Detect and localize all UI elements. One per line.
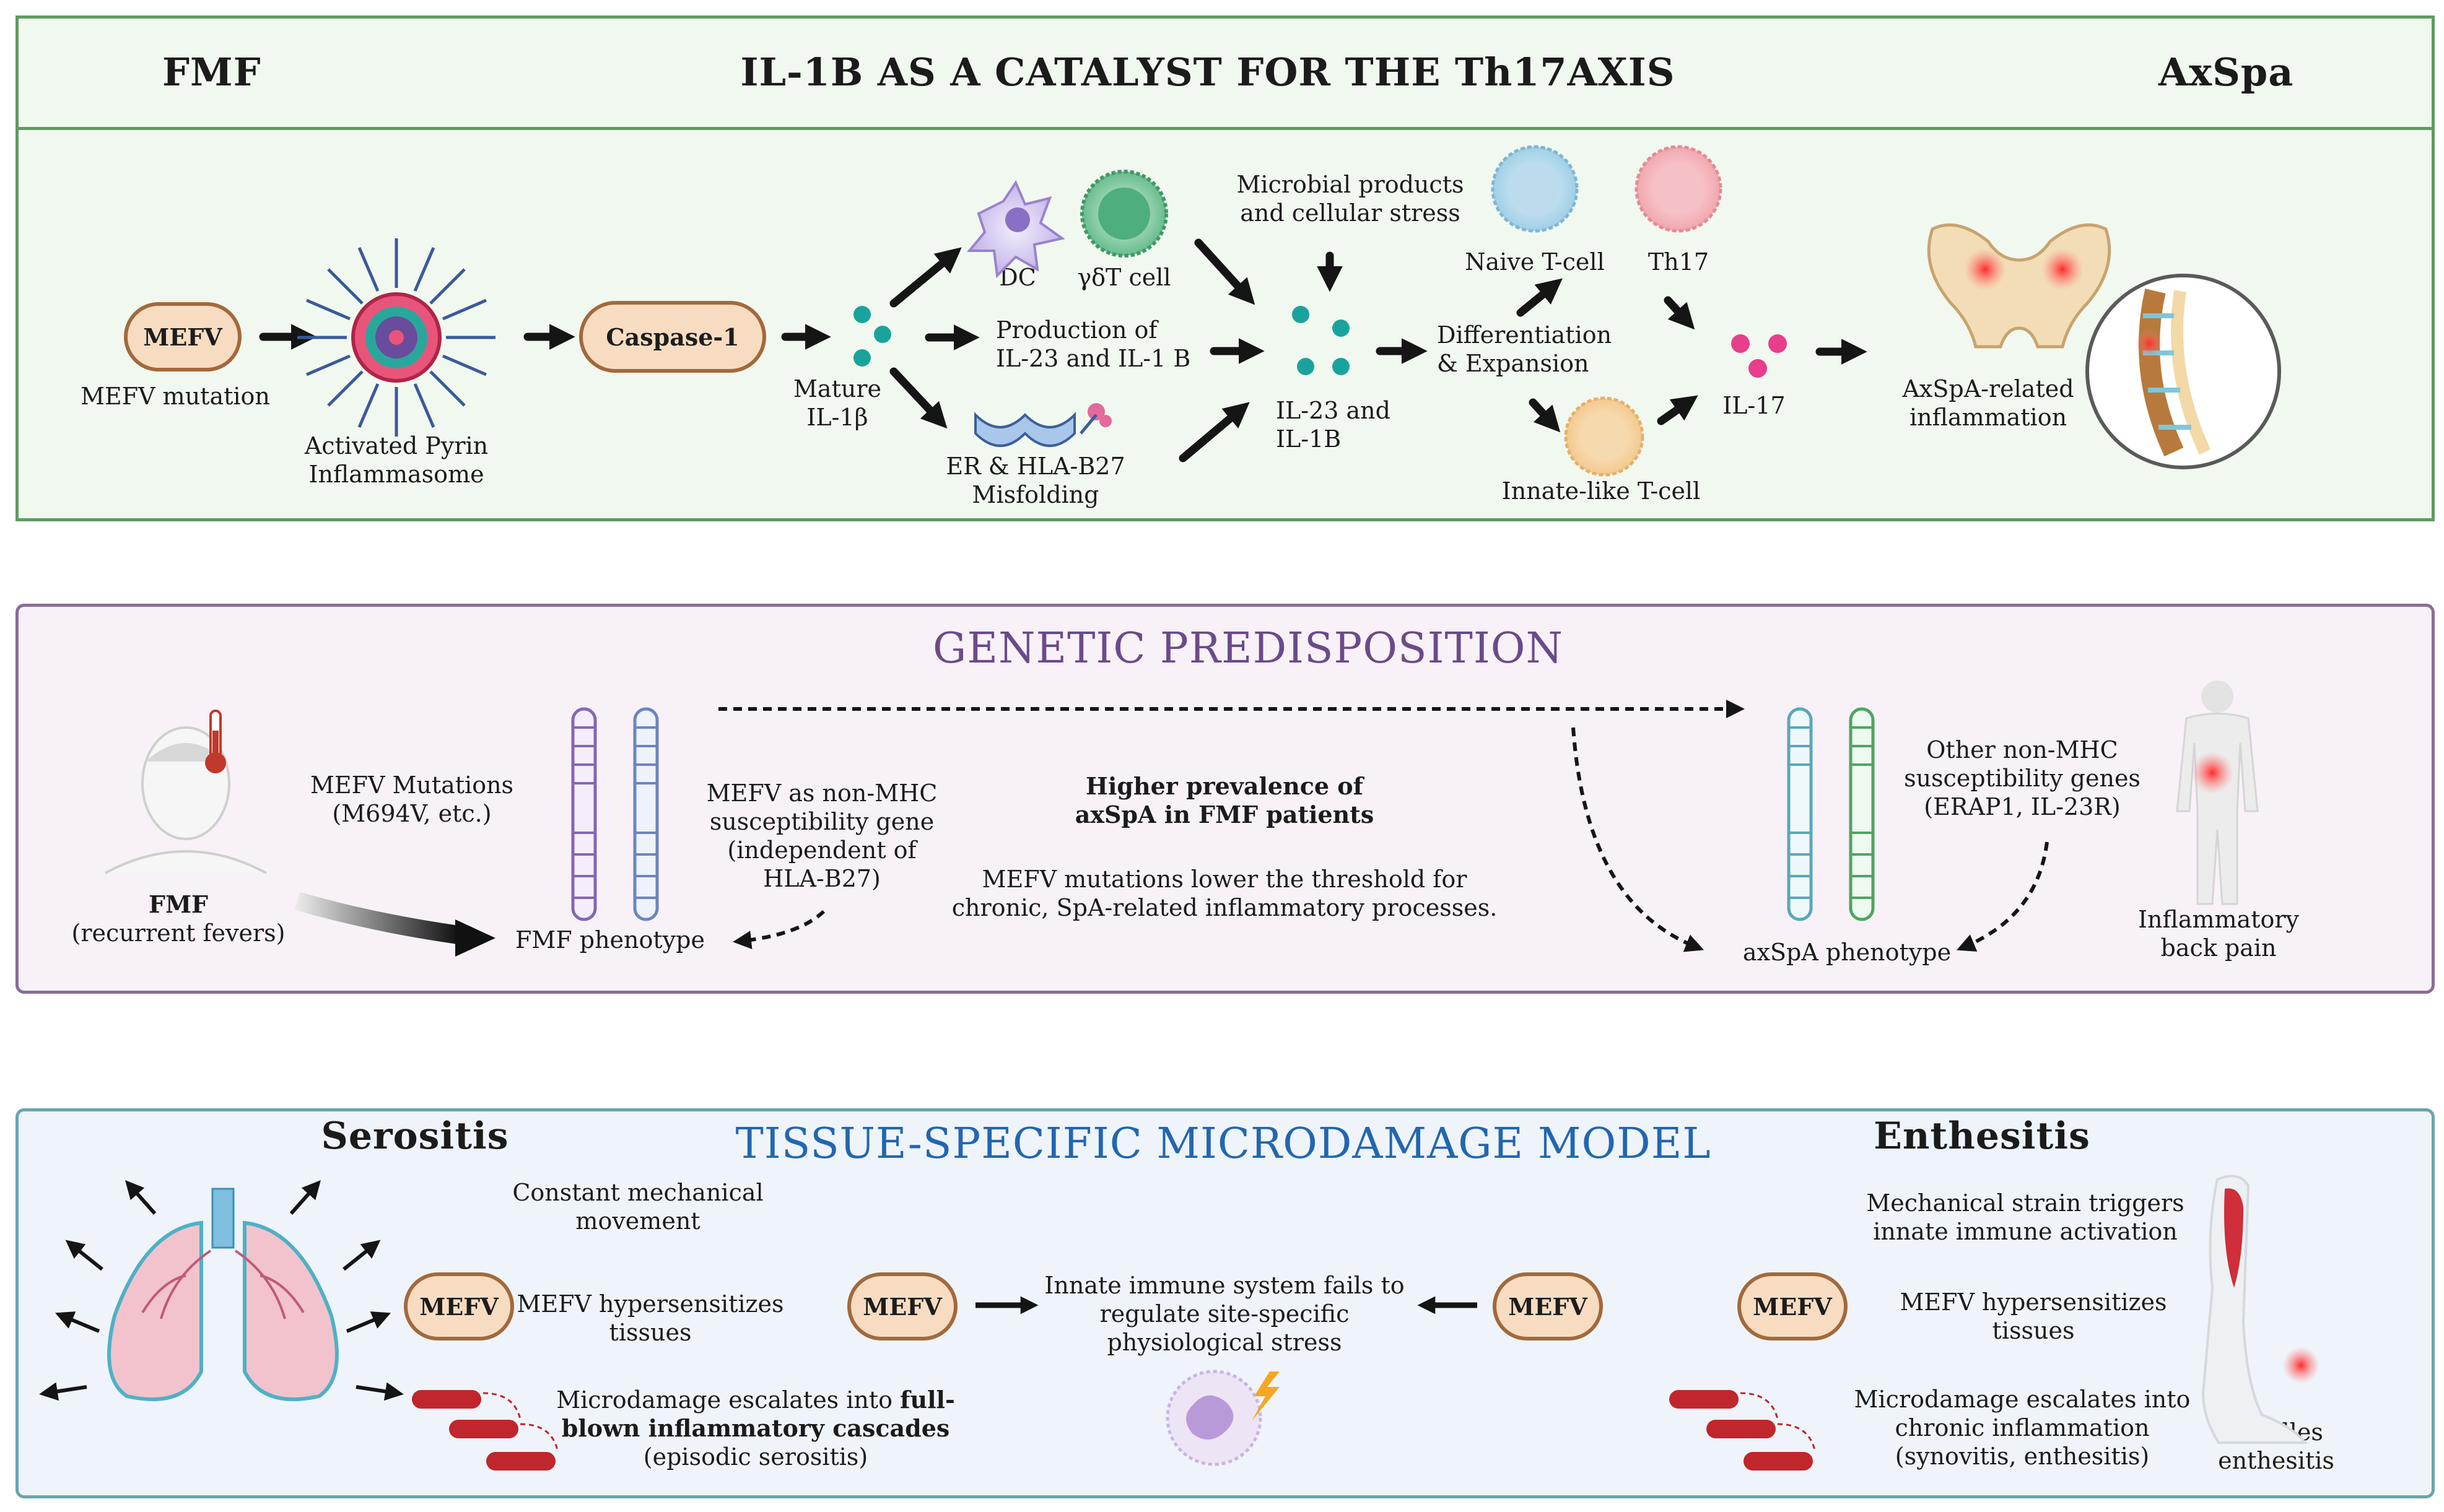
microdamage-bars-right — [1669, 1390, 1813, 1471]
immune-cell-icon — [1166, 1370, 1280, 1466]
innate-tcell-label: Innate-like T-cell — [1501, 477, 1701, 505]
mefv-pill-right: MEFV — [1493, 1272, 1603, 1340]
th17-icon — [1634, 145, 1722, 233]
innate-tcell-icon — [1564, 396, 1644, 477]
mefv-pill-serositis: MEFV — [404, 1272, 514, 1340]
gdt-cell-icon — [1080, 170, 1168, 258]
fmf-phenotype-label: FMF phenotype — [515, 926, 705, 954]
th17-label: Th17 — [1648, 248, 1709, 276]
fmf-recurrent-label: FMF(recurrent fevers) — [71, 890, 286, 947]
fmf-patient-icon — [105, 726, 267, 874]
panel-il1b-title-bar — [15, 15, 2435, 130]
mefv-pill: MEFV — [124, 302, 242, 371]
back-pain-person-icon — [2176, 680, 2259, 905]
leg-achilles-icon — [2201, 1175, 2320, 1444]
panel1-arrows — [259, 238, 1867, 463]
genetic-title: GENETIC PREDISPOSITION — [933, 624, 1563, 673]
chromosome-pair-right — [1787, 707, 1875, 921]
lung-pressure-arrows — [39, 1180, 404, 1401]
gdt-label: γδT cell — [1077, 264, 1171, 291]
mefv-pill-enthesitis: MEFV — [1737, 1272, 1848, 1340]
mefv-mutations-label: MEFV Mutations(M694V, etc.) — [310, 771, 514, 827]
spine-zoom-icon — [2085, 274, 2281, 469]
differentiation-label: Differentiation& Expansion — [1437, 321, 1612, 377]
thermometer-icon — [205, 710, 226, 773]
serositis-heading: Serositis — [321, 1114, 509, 1158]
tissue-title: TISSUE-SPECIFIC MICRODAMAGE MODEL — [735, 1119, 1711, 1168]
axspa-phenotype-label: axSpA phenotype — [1742, 939, 1952, 966]
inflammasome-icon — [297, 238, 495, 437]
mefv-pill-center: MEFV — [847, 1272, 958, 1340]
fmf-to-phenotype-arrow — [294, 892, 460, 944]
lungs-icon — [107, 1188, 339, 1401]
dc-cell-icon — [966, 180, 1065, 279]
pelvis-icon — [1927, 223, 2111, 349]
microdamage-bars-left — [412, 1390, 556, 1471]
mature-il1b-dots — [853, 306, 891, 367]
mefv-mutation-label: MEFV mutation — [81, 383, 270, 410]
fmf-header: FMF — [162, 50, 261, 95]
er-hla-icon — [974, 403, 1112, 447]
naive-tcell-label: Naive T-cell — [1465, 248, 1605, 276]
il1b-title: IL-1B AS A CATALYST FOR THE Th17AXIS — [740, 50, 1675, 95]
caspase-pill: Caspase-1 — [579, 301, 766, 373]
il23-il1b-dots — [1292, 306, 1350, 375]
center-to-axspa-arrow — [1571, 727, 1704, 952]
naive-tcell-icon — [1491, 145, 1579, 233]
axspa-header: AxSpa — [2158, 50, 2294, 95]
enthesitis-heading: Enthesitis — [1874, 1114, 2090, 1158]
il17-dots — [1731, 334, 1787, 378]
other-genes-to-axspa-arrow — [1956, 841, 2049, 952]
microdamage-left-label: Microdamage escalates into full-blown in… — [556, 1386, 955, 1471]
il17-label: IL-17 — [1722, 392, 1786, 419]
nonmhc-to-fmf-arrow — [733, 910, 826, 950]
chromosome-pair-left — [571, 707, 659, 921]
